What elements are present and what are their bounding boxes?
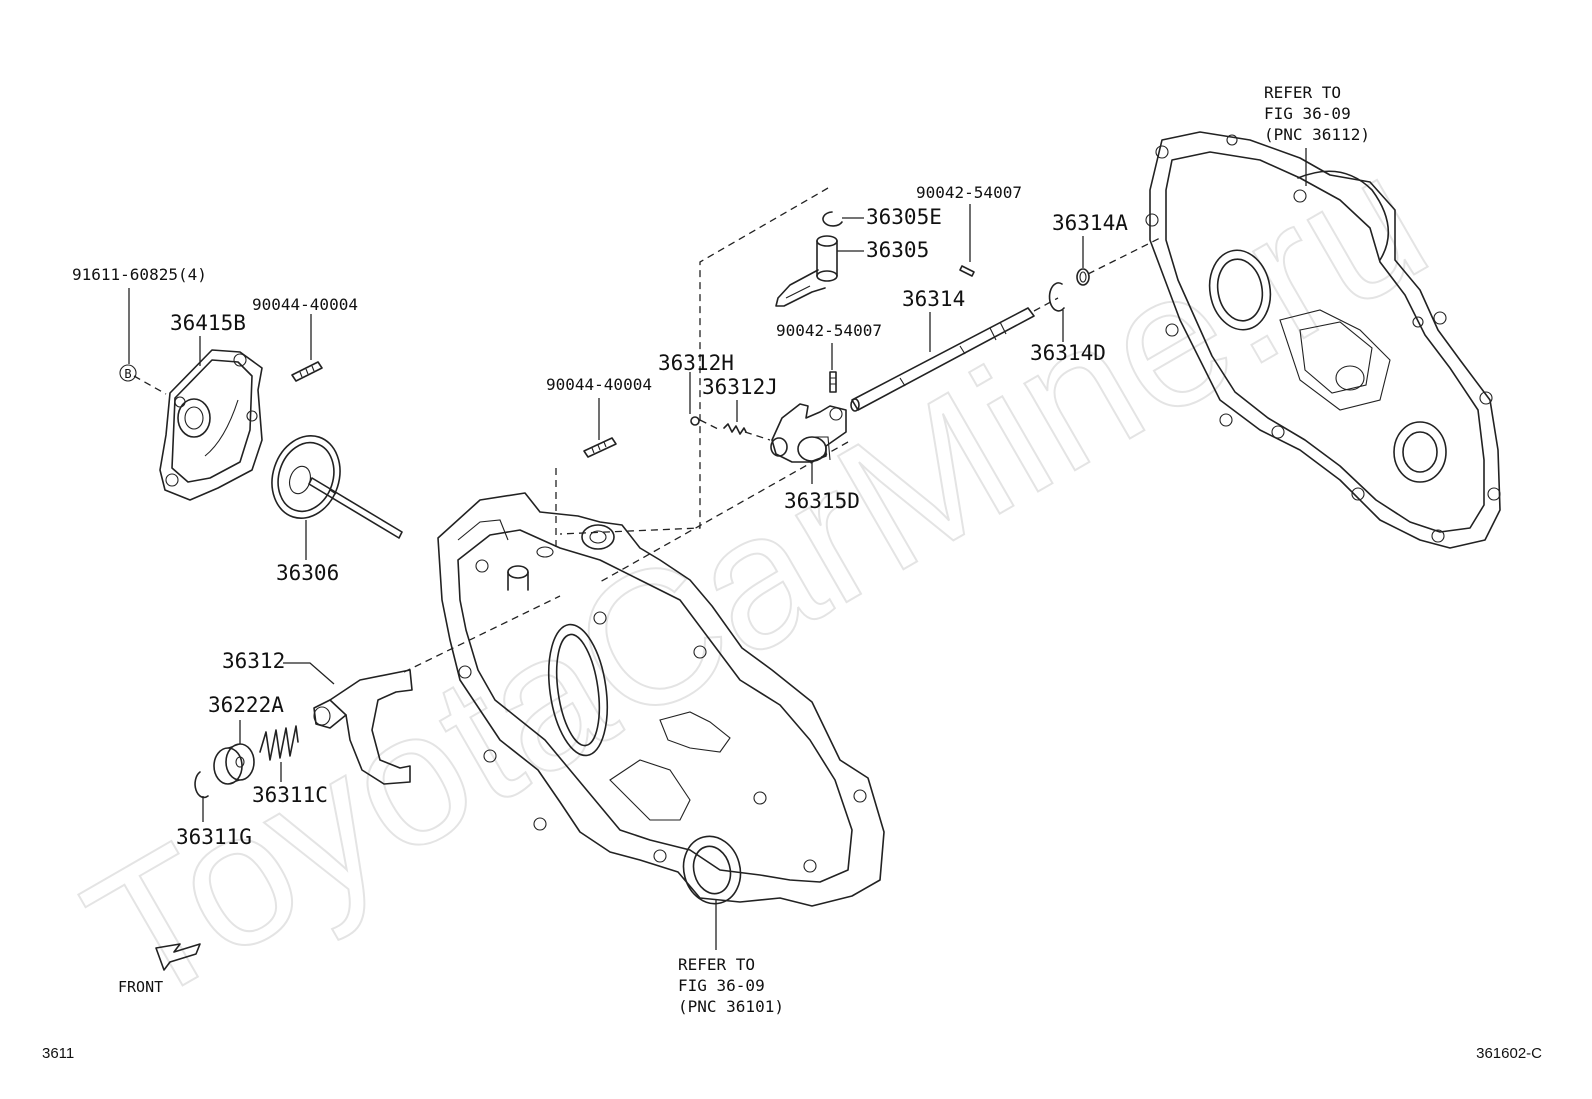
label-36312J: 36312J xyxy=(702,375,778,399)
ball-36312H xyxy=(690,416,700,426)
pin-90042-lower xyxy=(829,371,837,393)
clip-36305E xyxy=(822,211,843,227)
figure-code: 361602-C xyxy=(1476,1045,1542,1062)
snapring-36311G xyxy=(194,771,209,799)
ref-top-line2: FIG 36-09 xyxy=(1264,104,1351,123)
label-90044-40004-middle: 90044-40004 xyxy=(546,375,652,394)
seal-36306 xyxy=(271,434,403,539)
ref-bottom-line1: REFER TO xyxy=(678,955,755,974)
label-36311G: 36311G xyxy=(176,825,252,849)
spring-36311C xyxy=(259,725,299,761)
leader-lines xyxy=(128,148,1307,950)
ref-top-line1: REFER TO xyxy=(1264,83,1341,102)
cover-36415B xyxy=(159,349,263,501)
ref-note-top: REFER TO FIG 36-09 (PNC 36112) xyxy=(1264,83,1370,144)
snapring-36314D xyxy=(1048,282,1065,312)
label-90042-54007-lower: 90042-54007 xyxy=(776,321,882,340)
assembly-lines xyxy=(403,187,1161,673)
label-36314A: 36314A xyxy=(1052,211,1128,235)
label-36314: 36314 xyxy=(902,287,965,311)
label-36314D: 36314D xyxy=(1030,341,1106,365)
label-36315D: 36315D xyxy=(784,489,860,513)
label-36312H: 36312H xyxy=(658,351,734,375)
head-36315D xyxy=(770,403,847,463)
ring-36314A xyxy=(1076,268,1090,286)
front-arrow: FRONT xyxy=(118,943,201,996)
fork-36312 xyxy=(313,669,413,785)
label-36305E: 36305E xyxy=(866,205,942,229)
transfer-case-main xyxy=(437,492,885,907)
label-36306: 36306 xyxy=(276,561,339,585)
marker-b: B xyxy=(119,364,137,382)
ref-bottom-line3: (PNC 36101) xyxy=(678,997,784,1016)
spring-36312J xyxy=(723,423,747,435)
ref-bottom-line2: FIG 36-09 xyxy=(678,976,765,995)
shaft-36314 xyxy=(850,307,1035,412)
label-90044-40004-upper: 90044-40004 xyxy=(252,295,358,314)
label-36415B: 36415B xyxy=(170,311,246,335)
marker-b-label: B xyxy=(124,367,131,381)
transfer-case-rear xyxy=(1145,131,1501,549)
pin-90044-upper xyxy=(291,361,323,382)
ref-note-bottom: REFER TO FIG 36-09 (PNC 36101) xyxy=(678,955,784,1016)
front-label: FRONT xyxy=(118,978,163,996)
lever-36305 xyxy=(775,235,838,307)
ref-top-line3: (PNC 36112) xyxy=(1264,125,1370,144)
pin-90044-middle xyxy=(583,437,617,458)
label-36312: 36312 xyxy=(222,649,285,673)
label-36305: 36305 xyxy=(866,238,929,262)
label-36222A: 36222A xyxy=(208,693,284,717)
label-90042-54007-top: 90042-54007 xyxy=(916,183,1022,202)
pin-90042-top xyxy=(959,265,975,277)
label-36311C: 36311C xyxy=(252,783,328,807)
page-code: 3611 xyxy=(42,1045,74,1062)
label-91611-60825: 91611-60825(4) xyxy=(72,265,207,284)
